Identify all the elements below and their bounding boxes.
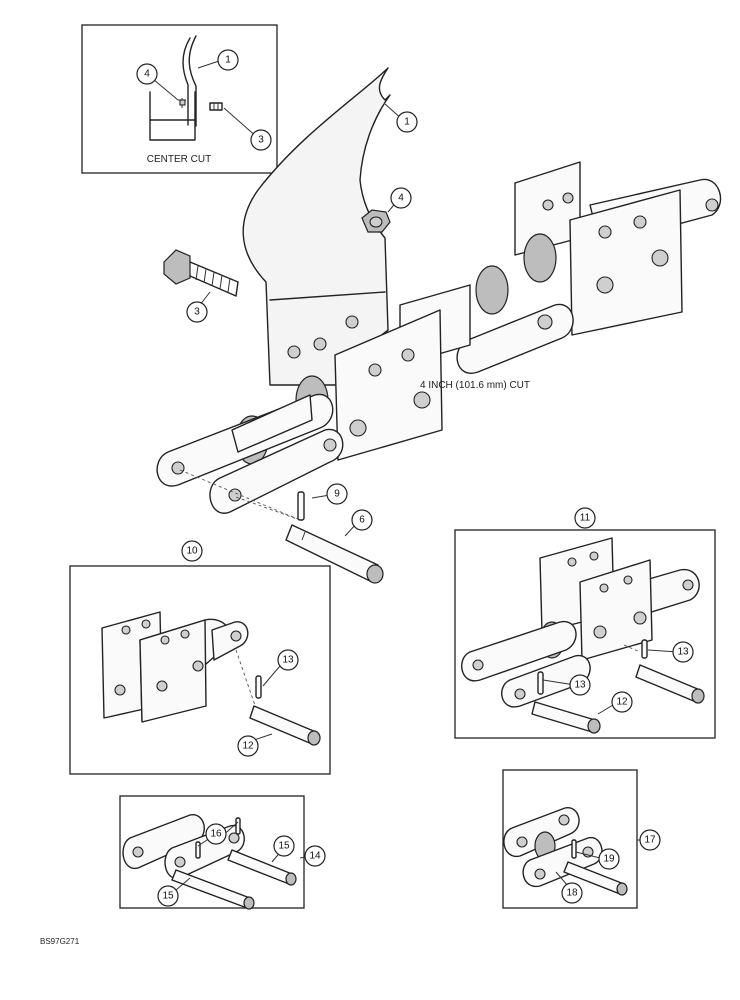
svg-text:15: 15 [162, 891, 174, 902]
callout-19: 19 [598, 848, 620, 870]
inset-17 [502, 769, 638, 909]
svg-text:4: 4 [144, 69, 150, 80]
callout-9: 9 [326, 483, 348, 505]
svg-text:12: 12 [242, 741, 254, 752]
svg-text:17: 17 [644, 835, 656, 846]
svg-text:1: 1 [404, 117, 410, 128]
callout-11: 11 [574, 507, 596, 529]
center-cut-inset: CENTER CUT [81, 24, 278, 174]
callout-6: 6 [351, 509, 373, 531]
inset-11 [454, 529, 716, 739]
figure-id: BS97G271 [40, 937, 80, 946]
callout-12-inset11: 12 [611, 691, 633, 713]
svg-text:3: 3 [194, 307, 200, 318]
cut-4inch-label: 4 INCH (101.6 mm) CUT [420, 380, 530, 391]
callouts: 1 1 3 4 4 3 9 6 10 11 13 13 12 12 16 15 … [136, 49, 694, 907]
callout-15-right: 15 [273, 835, 295, 857]
svg-text:13: 13 [574, 680, 586, 691]
svg-text:18: 18 [566, 888, 578, 899]
svg-text:13: 13 [677, 647, 689, 658]
svg-text:10: 10 [186, 546, 198, 557]
bolt [163, 249, 239, 297]
svg-text:3: 3 [258, 135, 264, 146]
pin [285, 524, 384, 584]
callout-1-main: 1 [396, 111, 418, 133]
main-chain [156, 161, 722, 521]
callout-13-inset11-left: 13 [569, 674, 591, 696]
svg-text:6: 6 [359, 515, 365, 526]
svg-text:19: 19 [603, 854, 615, 865]
callout-4-inset: 4 [136, 63, 158, 85]
svg-text:13: 13 [282, 655, 294, 666]
callout-17: 17 [639, 829, 661, 851]
callout-3-main: 3 [186, 301, 208, 323]
callout-18: 18 [561, 882, 583, 904]
callout-13-inset10: 13 [277, 649, 299, 671]
callout-3-inset: 3 [250, 129, 272, 151]
callout-13-inset11-right: 13 [672, 641, 694, 663]
svg-text:12: 12 [616, 697, 628, 708]
svg-text:9: 9 [334, 489, 340, 500]
callout-14: 14 [304, 845, 326, 867]
inset-10 [69, 565, 331, 775]
callout-16: 16 [205, 823, 227, 845]
nut [361, 209, 391, 233]
callout-4-main: 4 [390, 187, 412, 209]
callout-10: 10 [181, 540, 203, 562]
svg-text:14: 14 [309, 851, 321, 862]
callout-12-inset10: 12 [237, 735, 259, 757]
svg-text:15: 15 [278, 841, 290, 852]
callout-15-left: 15 [157, 885, 179, 907]
main-tooth [242, 67, 391, 386]
cotter-pin [297, 491, 305, 521]
callout-1-inset: 1 [217, 49, 239, 71]
svg-text:1: 1 [225, 55, 231, 66]
svg-text:16: 16 [210, 829, 222, 840]
center-cut-label: CENTER CUT [147, 154, 211, 165]
svg-text:4: 4 [398, 193, 404, 204]
svg-text:11: 11 [580, 513, 591, 524]
